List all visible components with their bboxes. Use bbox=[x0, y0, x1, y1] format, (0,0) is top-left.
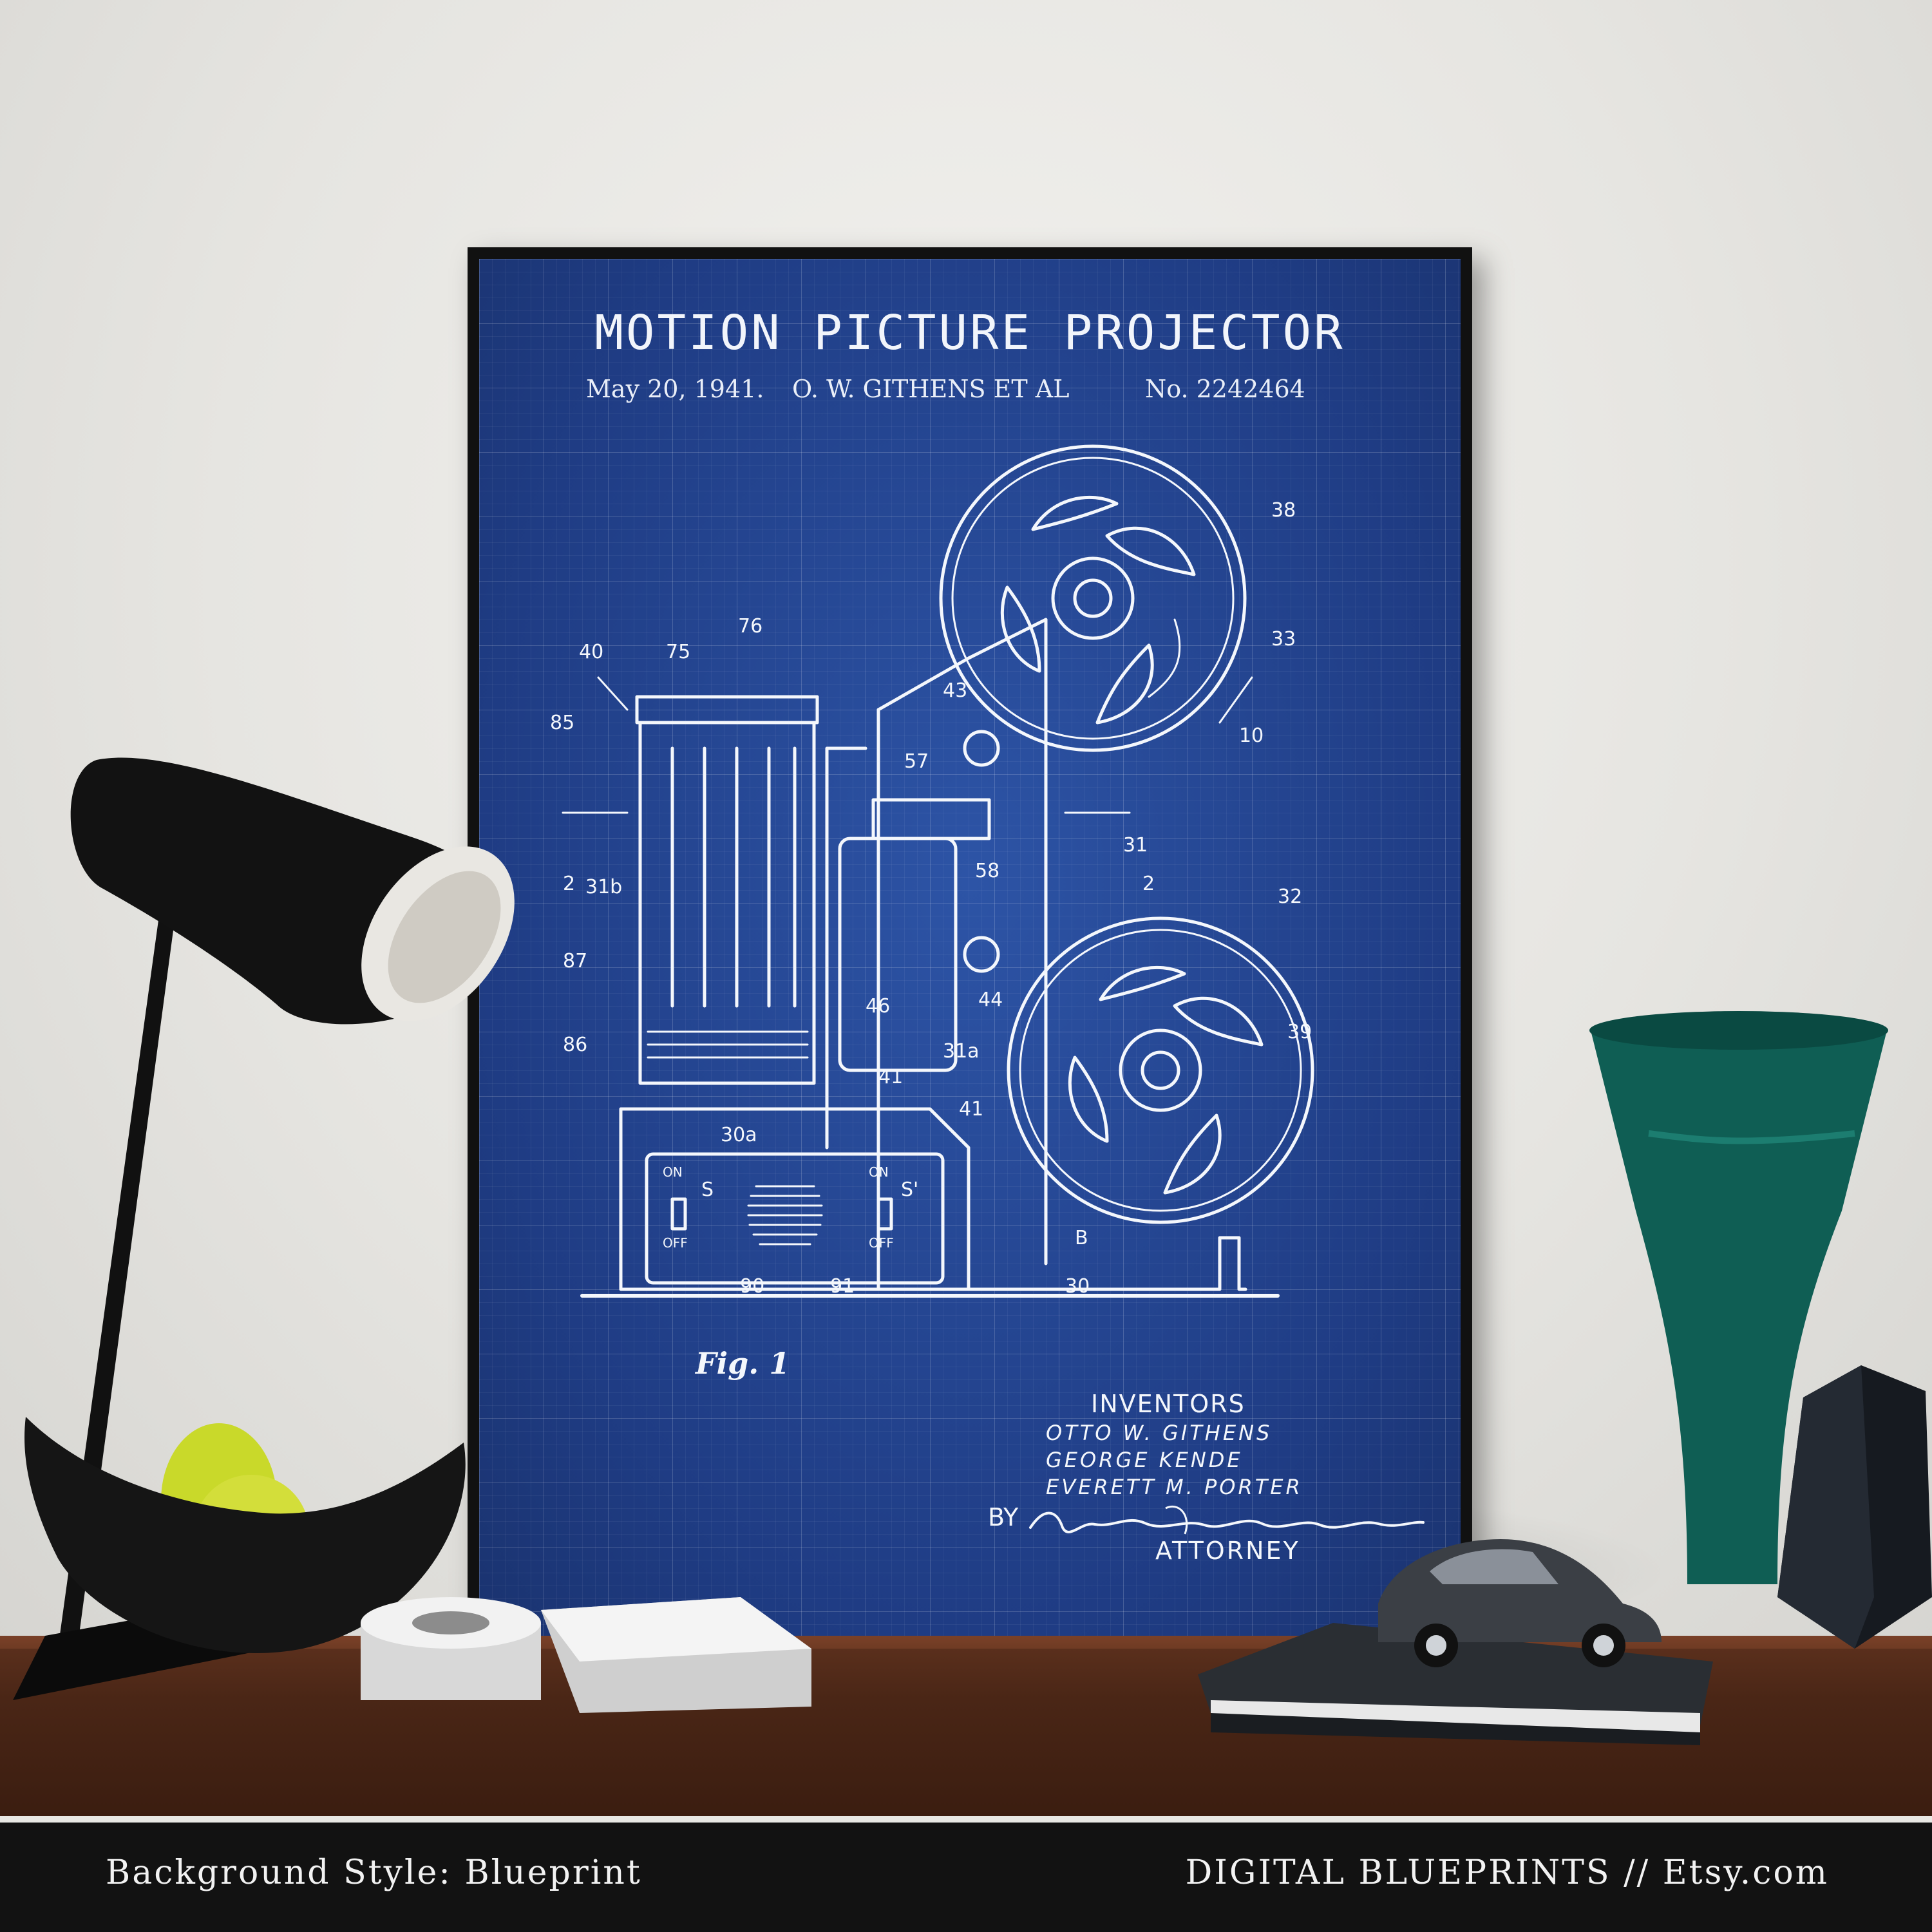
projector-drawing: 38 33 10 76 40 75 85 43 57 58 31 2 2 31b… bbox=[550, 444, 1314, 1298]
ref-32: 32 bbox=[1278, 886, 1302, 908]
ref-76: 76 bbox=[738, 615, 762, 638]
green-vase bbox=[1589, 1011, 1888, 1584]
ref-10: 10 bbox=[1239, 724, 1264, 747]
inventor-name: OTTO W. GITHENS bbox=[1046, 1421, 1273, 1445]
ref-S-prime: S' bbox=[901, 1179, 918, 1201]
upper-reel bbox=[939, 444, 1247, 752]
ref-40: 40 bbox=[579, 641, 603, 663]
attorney-label: ATTORNEY bbox=[1155, 1537, 1300, 1565]
by-label: BY bbox=[988, 1503, 1019, 1531]
ref-2-right: 2 bbox=[1142, 873, 1155, 895]
silver-ornaments bbox=[361, 1597, 811, 1713]
switch-on-left: ON bbox=[663, 1164, 683, 1180]
ref-87: 87 bbox=[563, 950, 587, 972]
ref-31: 31 bbox=[1123, 834, 1148, 857]
patent-date: May 20, 1941. bbox=[586, 375, 764, 403]
caption-bar bbox=[0, 1823, 1932, 1932]
ref-2-left: 2 bbox=[563, 873, 575, 895]
ref-33: 33 bbox=[1271, 628, 1296, 650]
switch-off-left: OFF bbox=[663, 1235, 688, 1251]
ref-31b: 31b bbox=[585, 876, 622, 898]
ref-41-lower: 41 bbox=[959, 1098, 983, 1121]
ref-91: 91 bbox=[830, 1275, 855, 1298]
geometric-bookend bbox=[1777, 1365, 1932, 1649]
fruit-bowl bbox=[24, 1417, 466, 1654]
ref-41-upper: 41 bbox=[878, 1066, 903, 1088]
toy-car bbox=[1378, 1539, 1662, 1667]
ref-44: 44 bbox=[978, 989, 1003, 1011]
inventors-heading: INVENTORS bbox=[1091, 1390, 1245, 1418]
ref-86: 86 bbox=[563, 1034, 587, 1056]
ref-38: 38 bbox=[1271, 499, 1296, 522]
attorney-signature bbox=[1029, 1505, 1425, 1535]
ref-30: 30 bbox=[1065, 1275, 1090, 1298]
blueprint-poster: MOTION PICTURE PROJECTOR May 20, 1941. O… bbox=[479, 259, 1461, 1640]
ref-31a: 31a bbox=[943, 1040, 980, 1063]
lower-reel bbox=[1007, 916, 1314, 1224]
ref-58: 58 bbox=[975, 860, 999, 882]
ref-90: 90 bbox=[740, 1275, 764, 1298]
ref-30a: 30a bbox=[721, 1124, 757, 1146]
ref-S: S bbox=[701, 1179, 714, 1201]
switch-on-right: ON bbox=[869, 1164, 889, 1180]
ref-39: 39 bbox=[1287, 1021, 1312, 1043]
ref-46: 46 bbox=[866, 995, 890, 1018]
patent-author: O. W. GITHENS ET AL bbox=[792, 375, 1070, 403]
ref-75: 75 bbox=[666, 641, 690, 663]
desk-lamp bbox=[13, 757, 515, 1700]
ref-85: 85 bbox=[550, 712, 574, 734]
inventor-name: GEORGE KENDE bbox=[1046, 1448, 1243, 1472]
poster-title: MOTION PICTURE PROJECTOR bbox=[594, 305, 1345, 361]
inventor-name: EVERETT M. PORTER bbox=[1046, 1475, 1303, 1499]
switch-off-right: OFF bbox=[869, 1235, 894, 1251]
background-style-caption: Background Style: Blueprint bbox=[106, 1853, 642, 1892]
ref-B: B bbox=[1075, 1227, 1088, 1249]
patent-number: No. 2242464 bbox=[1145, 375, 1305, 403]
shop-caption: DIGITAL BLUEPRINTS // Etsy.com bbox=[1185, 1853, 1829, 1892]
ref-43: 43 bbox=[943, 679, 967, 702]
figure-label: Fig. 1 bbox=[696, 1346, 790, 1381]
reference-numerals: 38 33 10 76 40 75 85 43 57 58 31 2 2 31b… bbox=[550, 499, 1312, 1298]
ref-57: 57 bbox=[904, 750, 929, 773]
